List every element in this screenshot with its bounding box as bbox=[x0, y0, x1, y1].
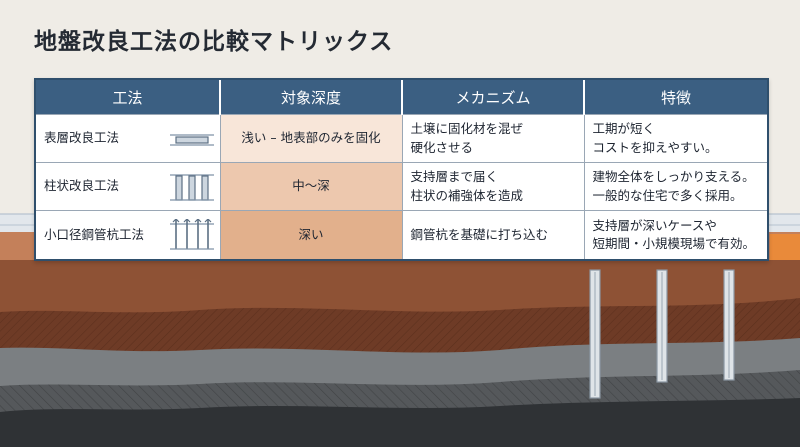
steel-pile-3 bbox=[723, 269, 735, 381]
mechanism-cell: 土壌に固化材を混ぜ 硬化させる bbox=[402, 114, 585, 163]
mechanism-cell: 支持層まで届く 柱状の補強体を造成 bbox=[402, 162, 585, 211]
table-row: 表層改良工法 浅い – 地表部のみを固化 土壌に固化材を混ぜ 硬化させる 工期が… bbox=[36, 114, 767, 163]
method-cell: 小口径鋼管杭工法 bbox=[36, 210, 221, 259]
method-label: 柱状改良工法 bbox=[44, 178, 120, 194]
steel-pile-2 bbox=[656, 269, 668, 383]
depth-cell: 深い bbox=[220, 210, 403, 259]
page-title: 地盤改良工法の比較マトリックス bbox=[34, 29, 394, 55]
table-header-row: 工法 対象深度 メカニズム 特徴 bbox=[36, 80, 767, 115]
soil-columns-icon bbox=[169, 173, 214, 201]
comparison-table: 工法 対象深度 メカニズム 特徴 表層改良工法 bbox=[34, 78, 769, 261]
features-cell: 支持層が深いケースや 短期間・小規模現場で有効。 bbox=[584, 210, 767, 259]
steel-pile-1 bbox=[589, 269, 601, 399]
depth-cell: 浅い – 地表部のみを固化 bbox=[220, 114, 403, 163]
header-method: 工法 bbox=[36, 80, 221, 115]
header-depth: 対象深度 bbox=[220, 80, 403, 115]
table-row: 小口径鋼管杭工法 bbox=[36, 210, 767, 259]
depth-cell: 中～深 bbox=[220, 162, 403, 211]
features-cell: 建物全体をしっかり支える。 一般的な住宅で多く採用。 bbox=[584, 162, 767, 211]
header-mechanism: メカニズム bbox=[402, 80, 585, 115]
header-features: 特徴 bbox=[584, 80, 767, 115]
mechanism-cell: 鋼管杭を基礎に打ち込む bbox=[402, 210, 585, 259]
method-cell: 表層改良工法 bbox=[36, 114, 221, 163]
method-label: 表層改良工法 bbox=[44, 130, 120, 146]
steel-pipe-piles-icon bbox=[169, 218, 214, 250]
features-cell: 工期が短く コストを抑えやすい。 bbox=[584, 114, 767, 163]
table-row: 柱状改良工法 中～深 支持層まで届く 柱状の補強体を造成 bbox=[36, 162, 767, 211]
method-label: 小口径鋼管杭工法 bbox=[44, 226, 145, 242]
surface-slab-icon bbox=[169, 133, 214, 146]
method-cell: 柱状改良工法 bbox=[36, 162, 221, 211]
